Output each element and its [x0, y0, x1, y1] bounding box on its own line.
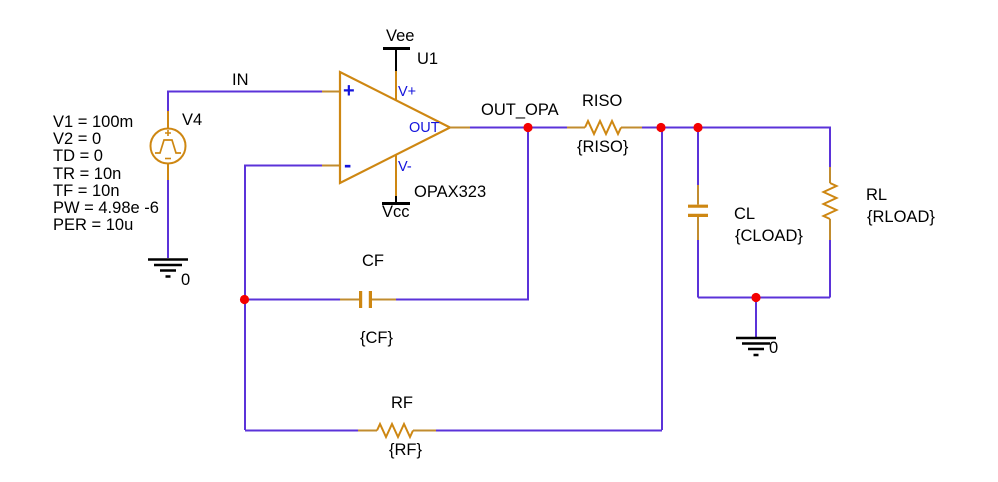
- wires: [167, 90, 831, 432]
- wire-in-net: [167, 90, 323, 112]
- opamp-out-label: OUT: [409, 120, 440, 136]
- v4-pulse-waveform-icon: [155, 139, 181, 154]
- wire-riso-to-load: [642, 126, 831, 167]
- component-value-rl: {RLOAD}: [867, 208, 935, 226]
- component-part-opax323: OPAX323: [414, 183, 487, 201]
- ground1-symbol[interactable]: [148, 258, 188, 278]
- v4-parameter-list: V1 = 100m V2 = 0 TD = 0 TR = 10n TF = 10…: [53, 113, 159, 235]
- cf-plates: [359, 291, 372, 308]
- ground2-bars: [736, 336, 776, 357]
- wire-inverting-input: [244, 164, 322, 430]
- cl-capacitor-symbol[interactable]: [688, 185, 708, 240]
- component-ref-cl: CL: [734, 205, 756, 223]
- rail-label-vcc: Vcc: [382, 203, 410, 221]
- junction-cf: [239, 294, 250, 305]
- component-value-cl: {CLOAD}: [735, 227, 803, 245]
- opamp-minus-input-label: -: [344, 152, 352, 177]
- ground1-bars: [148, 258, 188, 278]
- vee-rail-symbol: [383, 47, 410, 71]
- param-td: TD = 0: [53, 147, 103, 166]
- vcc-rail-symbol: [382, 196, 410, 205]
- component-ref-riso: RISO: [582, 92, 623, 110]
- component-ref-rl: RL: [866, 186, 888, 204]
- junction-cl: [693, 122, 703, 133]
- junction-dots: [239, 122, 761, 305]
- rl-resistor-symbol[interactable]: [821, 167, 839, 240]
- wire-cf-right: [396, 127, 529, 301]
- ground1-label: 0: [181, 271, 191, 289]
- riso-zigzag: [584, 118, 622, 137]
- net-label-in: IN: [232, 71, 249, 89]
- param-tf: TF = 10n: [53, 181, 120, 200]
- opamp-symbol[interactable]: [322, 47, 470, 205]
- ground2-label: 0: [769, 339, 779, 357]
- param-pw: PW = 4.98e -6: [53, 199, 159, 218]
- cf-capacitor-symbol[interactable]: [340, 291, 396, 308]
- component-value-cf: {CF}: [360, 329, 394, 347]
- rf-resistor-symbol[interactable]: [358, 421, 436, 440]
- opamp-plus-input-label: +: [343, 80, 355, 102]
- v4-body-circle: [149, 127, 187, 165]
- opamp-vplus-label: V+: [398, 84, 417, 100]
- cl-plates: [688, 204, 708, 217]
- component-ref-rf: RF: [391, 394, 413, 412]
- param-tr: TR = 10n: [53, 164, 122, 183]
- opamp-vminus-label: V-: [398, 159, 412, 175]
- rail-label-vee: Vee: [386, 27, 415, 45]
- net-label-out-opa: OUT_OPA: [481, 101, 559, 119]
- junction-out-opa: [523, 122, 533, 133]
- opamp-input-stubs: [322, 90, 340, 167]
- component-value-riso: {RISO}: [577, 138, 629, 156]
- param-v1: V1 = 100m: [53, 113, 134, 131]
- junction-feedback: [656, 122, 666, 133]
- v4-plus-mark: [165, 130, 171, 136]
- component-ref-v4: V4: [182, 111, 203, 129]
- param-per: PER = 10u: [53, 216, 134, 235]
- v4-pulse-source-symbol[interactable]: [149, 111, 187, 180]
- rf-zigzag: [376, 421, 414, 440]
- ground2-symbol[interactable]: [736, 336, 776, 357]
- riso-resistor-symbol[interactable]: [567, 118, 642, 137]
- param-v2: V2 = 0: [53, 130, 102, 149]
- component-ref-cf: CF: [362, 252, 384, 270]
- rl-zigzag: [821, 182, 839, 220]
- component-ref-u1: U1: [417, 50, 439, 68]
- junction-load-gnd: [751, 292, 761, 303]
- component-value-rf: {RF}: [389, 441, 423, 459]
